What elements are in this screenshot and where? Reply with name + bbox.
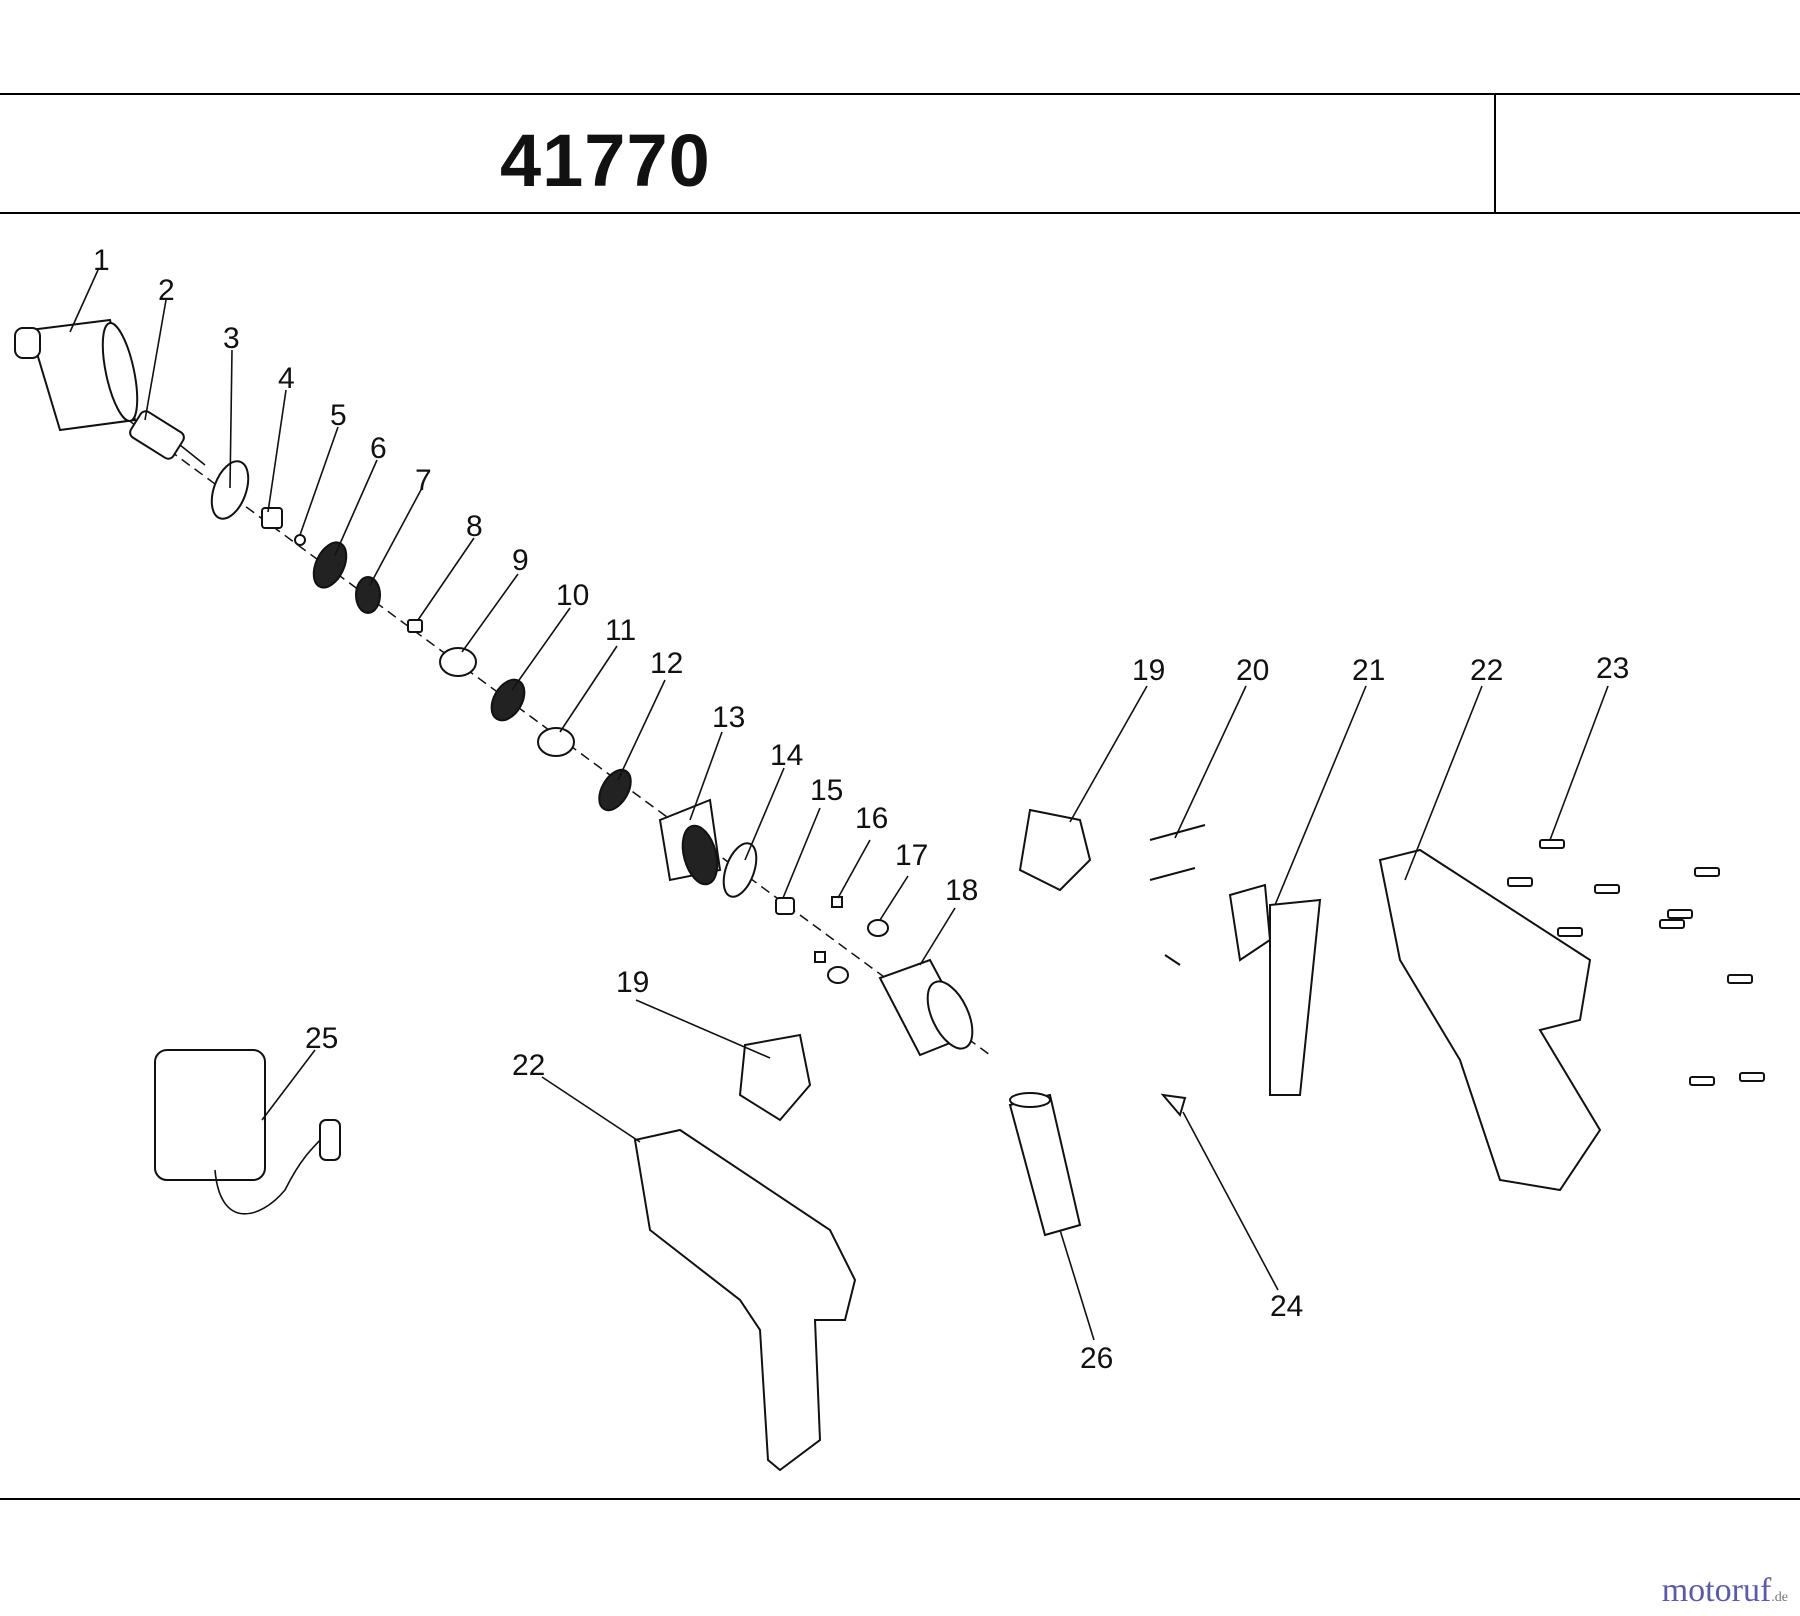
washer-small <box>827 966 849 984</box>
part-21-switch-pcb <box>1228 883 1322 1096</box>
callout-20: 20 <box>1236 654 1269 687</box>
model-number: 41770 <box>500 119 711 202</box>
callout-5: 5 <box>330 399 347 432</box>
part-9-planet-carrier <box>439 647 477 677</box>
callout-15: 15 <box>810 774 843 807</box>
part-4-bushing <box>261 507 283 529</box>
callout-19-upper: 19 <box>1132 654 1165 687</box>
callout-8: 8 <box>466 510 483 543</box>
callout-10: 10 <box>556 579 589 612</box>
callout-7: 7 <box>415 464 432 497</box>
part-5-clip <box>294 534 306 546</box>
part-18-motor <box>878 958 974 1057</box>
callout-6: 6 <box>370 432 387 465</box>
part-15-pinion <box>775 897 795 915</box>
screw-small <box>814 951 826 963</box>
callout-26: 26 <box>1080 1342 1113 1375</box>
part-2-spindle <box>129 410 206 466</box>
part-3-washer <box>210 460 250 520</box>
part-22-housing-right <box>1378 848 1602 1192</box>
part-22-assembled-screwdriver <box>633 1128 857 1472</box>
callout-22-assembled: 22 <box>512 1049 545 1082</box>
part-6-ring-gear <box>312 541 348 589</box>
assembly-axis <box>39 354 991 1056</box>
callout-23: 23 <box>1596 652 1629 685</box>
callout-25: 25 <box>305 1022 338 1055</box>
callout-9: 9 <box>512 544 529 577</box>
part-20-contact-2 <box>1149 867 1196 881</box>
part-23-screws <box>1507 839 1765 1086</box>
footer-rule <box>0 1498 1800 1500</box>
callout-24: 24 <box>1270 1290 1303 1323</box>
watermark-logo: motoruf.de <box>1662 1572 1788 1610</box>
callout-16: 16 <box>855 802 888 835</box>
part-19-bracket-lower <box>738 1033 812 1122</box>
part-10-planet-gears <box>490 678 526 722</box>
part-1-chuck-sleeve <box>14 318 139 432</box>
callout-21: 21 <box>1352 654 1385 687</box>
contact-small <box>1164 954 1181 966</box>
part-19-bracket-upper <box>1018 808 1092 892</box>
callout-2: 2 <box>158 274 175 307</box>
part-25-charger <box>154 1049 341 1215</box>
part-14-washer <box>722 842 758 898</box>
callout-11: 11 <box>605 614 636 647</box>
part-11-planet-carrier <box>537 727 575 757</box>
callout-17: 17 <box>895 839 928 872</box>
callout-4: 4 <box>278 362 295 395</box>
part-26-battery <box>1008 1092 1082 1237</box>
callout-22-right: 22 <box>1470 654 1503 687</box>
header-bottom-rule <box>0 212 1800 214</box>
leader-lines <box>69 269 1609 1341</box>
callout-1: 1 <box>93 244 110 277</box>
part-16-screw <box>831 896 843 908</box>
part-8-pin <box>407 619 423 633</box>
callout-14: 14 <box>770 739 803 772</box>
callout-12: 12 <box>650 647 683 680</box>
callout-3: 3 <box>223 322 240 355</box>
header-divider <box>1494 93 1496 212</box>
part-24-contact-tab <box>1160 1093 1187 1118</box>
part-7-gear <box>355 576 381 614</box>
callout-18: 18 <box>945 874 978 907</box>
header-top-rule <box>0 93 1800 95</box>
callout-19-lower: 19 <box>616 966 649 999</box>
part-12-planet-gears <box>598 768 632 812</box>
part-13-gear-housing <box>658 798 722 886</box>
callout-13: 13 <box>712 701 745 734</box>
watermark-suffix: .de <box>1771 1590 1788 1605</box>
watermark-brand: motoruf <box>1661 1572 1772 1609</box>
part-17-washer <box>867 919 889 937</box>
